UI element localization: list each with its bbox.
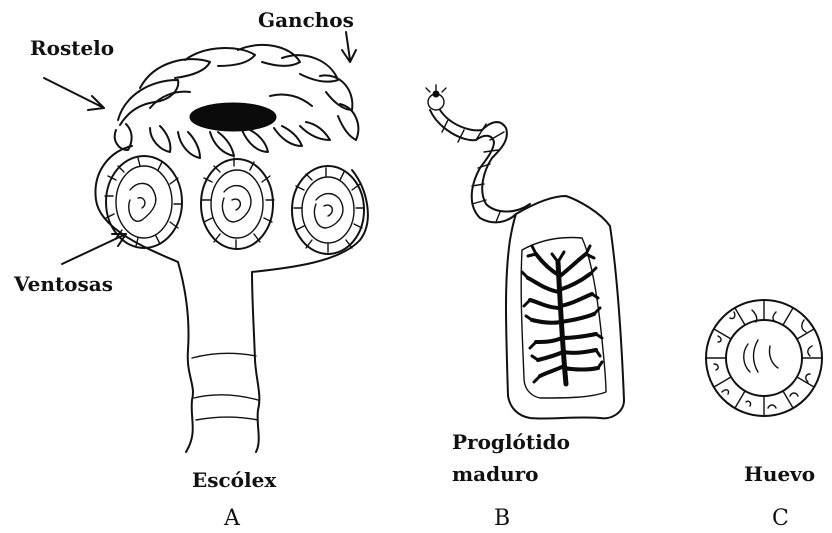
uterus-branched bbox=[522, 246, 602, 384]
label-ganchos: Ganchos bbox=[258, 10, 354, 30]
label-letter-c: C bbox=[772, 508, 789, 530]
scolex-neck-right bbox=[252, 170, 368, 452]
scolex-segment-lines bbox=[192, 353, 258, 420]
oncosphere-hooks bbox=[744, 340, 778, 372]
label-letter-a: A bbox=[224, 508, 240, 530]
suckers bbox=[105, 156, 364, 254]
label-proglotido-line2: maduro bbox=[452, 464, 539, 484]
egg-drawing bbox=[706, 300, 822, 416]
hooks-crown bbox=[115, 45, 359, 158]
scolex-drawing bbox=[44, 32, 368, 452]
label-ventosas: Ventosas bbox=[14, 274, 113, 294]
rostelo-arrow bbox=[44, 78, 104, 110]
proglottid-drawing bbox=[426, 85, 624, 419]
label-escolex: Escólex bbox=[192, 470, 276, 490]
ventosas-arrow bbox=[62, 234, 126, 264]
ganchos-arrow bbox=[342, 32, 356, 62]
rostellum-solid bbox=[190, 103, 276, 131]
scolex-neck-left bbox=[95, 146, 192, 452]
label-rostelo: Rostelo bbox=[30, 38, 114, 58]
label-huevo: Huevo bbox=[744, 464, 815, 484]
label-letter-b: B bbox=[494, 508, 510, 530]
egg-inner-shell bbox=[726, 320, 802, 396]
label-proglotido-line1: Proglótido bbox=[452, 432, 570, 452]
